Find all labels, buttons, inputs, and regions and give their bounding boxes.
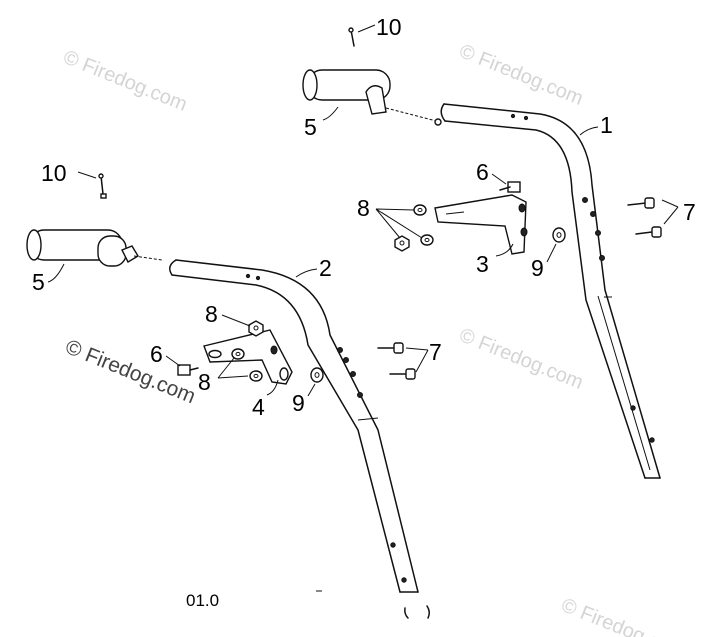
callout-5-lower: 5 [32,269,45,295]
bolt-7-upper-a [627,197,655,209]
leader-lines [47,24,679,397]
callout-8-upper: 8 [357,195,370,221]
callout-7-upper: 7 [683,199,696,225]
callout-7-lower: 7 [429,339,442,365]
callout-6-upper: 6 [476,159,489,185]
callout-3: 3 [476,251,489,277]
bolt-6-upper [499,181,521,193]
upper-handle-right [440,103,661,479]
bolt-7-upper-b [635,226,662,238]
callout-8-lower-a: 8 [205,301,218,327]
diagram-code: 01.0 [186,591,219,610]
pin-10 [98,27,355,199]
bracket-3 [434,194,528,255]
callout-9-upper: 9 [531,255,544,281]
bolt-7-lower-b [389,368,416,380]
washer-9 [310,227,566,383]
callout-1: 1 [600,112,613,138]
watermark: © Firedog.com [60,46,190,116]
callout-10-lower: 10 [41,160,67,186]
callout-4: 4 [252,394,265,420]
hand-grip-lower [26,229,163,267]
callout-9-lower: 9 [292,390,305,416]
callout-8-lower-b: 8 [198,369,211,395]
bolt-6-lower [177,364,199,376]
callout-2: 2 [319,255,332,281]
callout-5-upper: 5 [304,114,317,140]
callout-10-upper: 10 [376,14,402,40]
watermark: © Firedog.com [456,40,586,110]
hand-grip-upper [302,69,442,126]
washer-8 [231,204,434,382]
watermark: © Firedog.com [558,594,688,637]
lower-handle-left [169,259,431,619]
callout-6-lower: 6 [150,341,163,367]
watermark: © Firedog.com [456,324,586,394]
bracket-4 [203,329,293,385]
bolt-7-lower-a [377,342,404,354]
